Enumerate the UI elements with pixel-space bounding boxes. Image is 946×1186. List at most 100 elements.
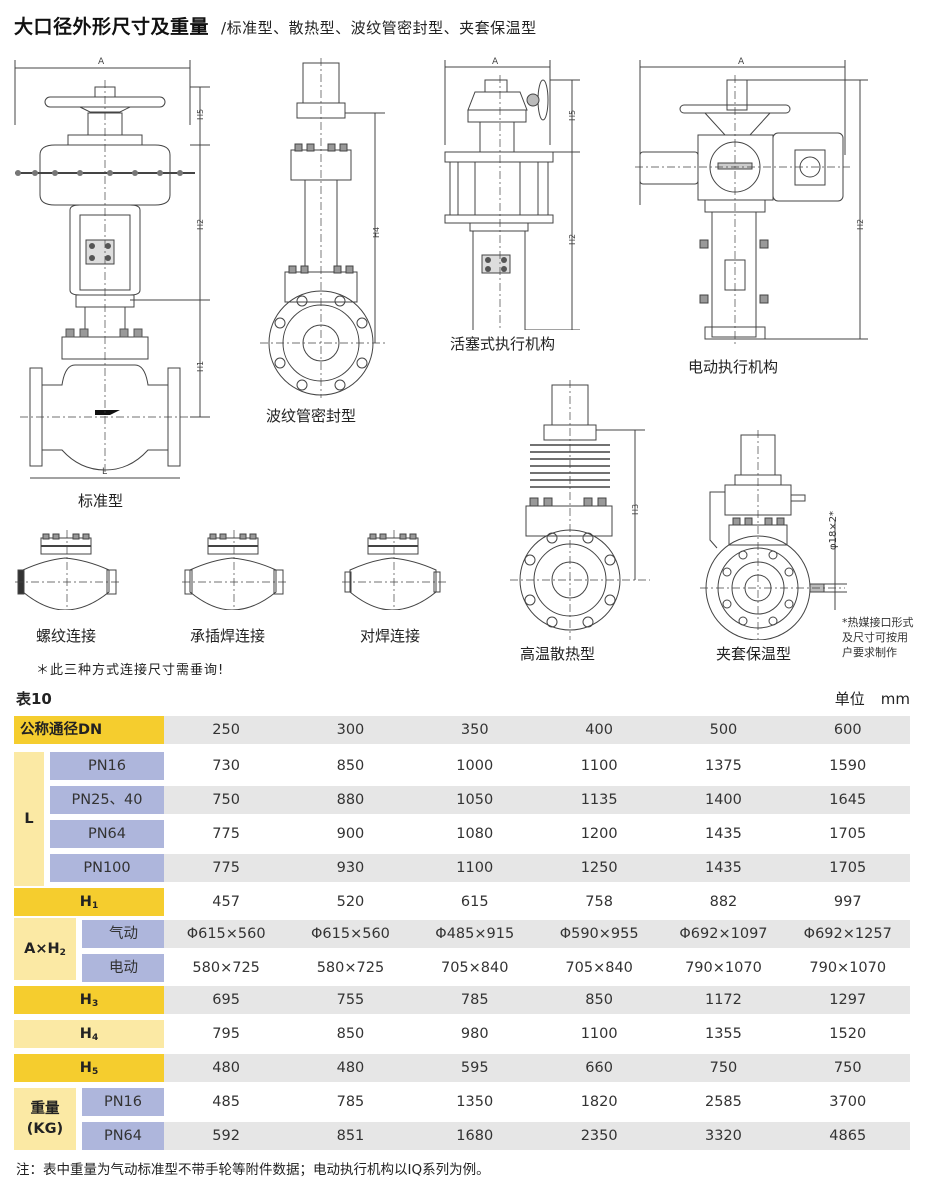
- h4-value: 980: [460, 1026, 489, 1042]
- svg-text:H1: H1: [196, 361, 205, 372]
- l-value: 1135: [580, 792, 618, 808]
- h3-value: 1172: [704, 992, 742, 1008]
- weight-group-header: 重量 (KG): [14, 1088, 76, 1150]
- h4-sub: 4: [91, 1033, 99, 1043]
- h4-value: 1100: [580, 1026, 618, 1042]
- h4-value: 795: [212, 1026, 240, 1042]
- weight-value: 4865: [829, 1128, 867, 1144]
- h3-value: 850: [585, 992, 613, 1008]
- weight-row-label: PN16: [82, 1088, 164, 1116]
- h4-value: 850: [336, 1026, 365, 1042]
- h1-values: 457 520 615 758 882 997: [164, 888, 910, 916]
- table-row-h3: H3 695 755 785 850 1172 1297: [14, 986, 910, 1014]
- table-row-pneumatic: 气动 Φ615×560 Φ615×560 Φ485×915 Φ590×955 Φ…: [82, 920, 910, 948]
- axh2-group-header: A×H2: [14, 918, 76, 980]
- l-value: 775: [212, 826, 240, 842]
- svg-text:A: A: [492, 57, 499, 67]
- axh2-label: A×H: [24, 941, 60, 957]
- axh2-value: Φ485×915: [435, 926, 515, 942]
- h5-value: 595: [460, 1060, 489, 1076]
- h5-value: 480: [212, 1060, 240, 1076]
- jacket-note-line: 户要求制作: [842, 646, 897, 659]
- h1-header: H1: [14, 888, 164, 916]
- h4-header: H4: [14, 1020, 164, 1048]
- svg-text:A: A: [738, 57, 745, 67]
- title-main: 大口径外形尺寸及重量: [14, 16, 210, 38]
- dn-header: 公称通径DN: [14, 716, 164, 744]
- svg-text:H4: H4: [372, 227, 381, 238]
- h5-value: 750: [709, 1060, 738, 1076]
- h5-header: H5: [14, 1054, 164, 1082]
- weight-value: 1680: [456, 1128, 494, 1144]
- l-value: 1435: [704, 860, 742, 876]
- l-value: 1200: [580, 826, 618, 842]
- l-value: 1400: [704, 792, 742, 808]
- h1-value: 457: [212, 894, 240, 910]
- h4-value: 1355: [704, 1026, 742, 1042]
- caption-bellows: 波纹管密封型: [266, 407, 357, 425]
- weight-value: 785: [336, 1094, 365, 1110]
- dn-value: 400: [585, 722, 613, 738]
- h3-values: 695 755 785 850 1172 1297: [164, 986, 910, 1014]
- jacket-note-line: *热媒接口形式: [842, 616, 914, 629]
- h1-value: 997: [833, 894, 862, 910]
- title-subtitle: /标准型、散热型、波纹管密封型、夹套保温型: [221, 19, 537, 37]
- h1-value: 882: [709, 894, 738, 910]
- dn-value: 300: [336, 722, 365, 738]
- table-title: 表10: [16, 690, 52, 708]
- pneumatic-label: 气动: [82, 920, 164, 948]
- h4-values: 795 850 980 1100 1355 1520: [164, 1020, 910, 1048]
- h3-label: H: [79, 992, 92, 1008]
- drawing-butt-weld-connection: [342, 530, 447, 610]
- h1-value: 615: [460, 894, 489, 910]
- table-row-l: PN25、40 750 880 1050 1135 1400 1645: [50, 786, 910, 814]
- table-row-weight-pn64: PN64 592 851 1680 2350 3320 4865: [82, 1122, 910, 1150]
- svg-text:H2: H2: [196, 219, 205, 230]
- table-row-l: PN64 775 900 1080 1200 1435 1705: [50, 820, 910, 848]
- footnote: 注：表中重量为气动标准型不带手轮等附件数据；电动执行机构以IQ系列为例。: [16, 1162, 490, 1178]
- weight-values: 485 785 1350 1820 2585 3700: [164, 1088, 910, 1116]
- axh2-value: 580×725: [192, 960, 260, 976]
- h1-value: 520: [336, 894, 365, 910]
- axh2-value: 790×1070: [685, 960, 762, 976]
- jacket-dim-label: φ18×2*: [828, 510, 839, 550]
- l-value: 730: [212, 758, 240, 774]
- dn-value: 350: [460, 722, 489, 738]
- svg-text:H5: H5: [196, 109, 205, 120]
- svg-text:H5: H5: [568, 110, 577, 121]
- l-value: 1100: [580, 758, 618, 774]
- l-row-values: 775 930 1100 1250 1435 1705: [164, 854, 910, 882]
- l-value: 1435: [704, 826, 742, 842]
- axh2-value: Φ590×955: [559, 926, 639, 942]
- connection-note: ＊此三种方式连接尺寸需垂询!: [36, 663, 225, 678]
- dn-value: 600: [833, 722, 862, 738]
- dn-value: 500: [709, 722, 738, 738]
- h5-value: 480: [336, 1060, 365, 1076]
- table-row-weight-pn16: PN16 485 785 1350 1820 2585 3700: [82, 1088, 910, 1116]
- caption-thread-connection: 螺纹连接: [36, 627, 97, 645]
- jacket-note: *热媒接口形式 及尺寸可按用 户要求制作: [842, 615, 914, 660]
- l-value: 1250: [580, 860, 618, 876]
- h1-label: H: [79, 894, 92, 910]
- table-row-h1: H1 457 520 615 758 882 997: [14, 888, 910, 916]
- drawing-socket-weld-connection: [182, 530, 287, 610]
- h5-values: 480 480 595 660 750 750: [164, 1054, 910, 1082]
- l-value: 1000: [456, 758, 494, 774]
- dn-value: 250: [212, 722, 240, 738]
- weight-value: 851: [336, 1128, 365, 1144]
- h3-value: 755: [336, 992, 365, 1008]
- caption-butt-weld-connection: 对焊连接: [360, 627, 421, 645]
- electric-values: 580×725 580×725 705×840 705×840 790×1070…: [164, 954, 910, 982]
- l-value: 850: [336, 758, 365, 774]
- weight-value: 3700: [829, 1094, 867, 1110]
- weight-unit: (KG): [26, 1121, 64, 1137]
- weight-value: 1820: [580, 1094, 618, 1110]
- axh2-value: 790×1070: [809, 960, 887, 976]
- weight-values: 592 851 1680 2350 3320 4865: [164, 1122, 910, 1150]
- table-row-electric: 电动 580×725 580×725 705×840 705×840 790×1…: [82, 954, 910, 982]
- l-value: 1645: [829, 792, 867, 808]
- l-value: 880: [336, 792, 365, 808]
- h3-sub: 3: [91, 999, 99, 1009]
- h5-value: 660: [585, 1060, 613, 1076]
- axh2-value: 705×840: [565, 960, 633, 976]
